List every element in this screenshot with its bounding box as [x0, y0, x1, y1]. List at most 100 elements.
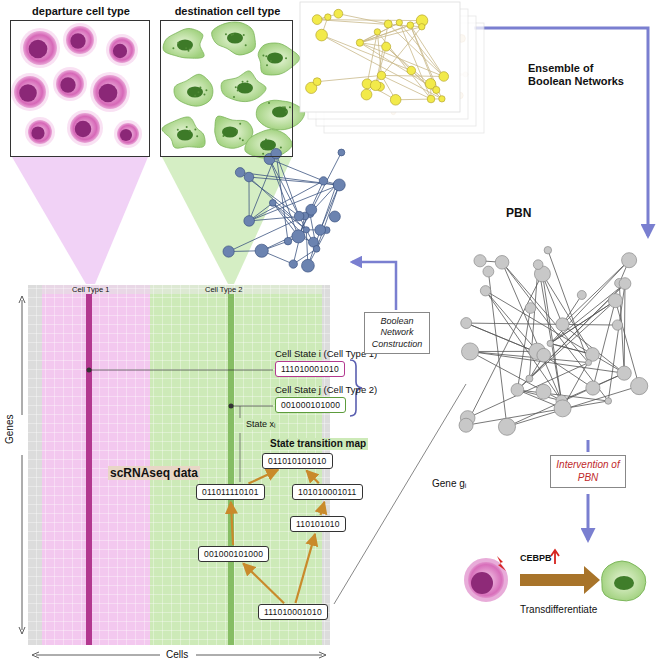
network-node [511, 383, 524, 396]
state-box: 011010101010 [262, 453, 333, 469]
network-edge [542, 274, 561, 401]
network-node [382, 42, 391, 51]
network-edge [360, 23, 399, 43]
axis-arrow [22, 455, 23, 630]
network-node [439, 96, 445, 102]
network-node [536, 384, 551, 399]
flow-arrow [587, 440, 590, 452]
cell-granule [280, 146, 282, 148]
transition-arrow [295, 534, 315, 603]
axis-arrow [36, 655, 160, 656]
network-edge [381, 75, 431, 99]
departure-cell [66, 26, 94, 54]
network-edge [317, 75, 381, 81]
cell-granule [262, 153, 264, 155]
cell-column [228, 294, 234, 645]
cell-granule [285, 111, 287, 113]
network-edge [360, 27, 422, 43]
network-node [356, 39, 363, 46]
cell-granule [172, 47, 174, 49]
destination-cell [212, 22, 256, 55]
binary-state-box: 111010001010 [275, 361, 345, 377]
callout-wedge [162, 157, 292, 284]
heatmap-ground [28, 285, 330, 645]
network-node [608, 294, 622, 308]
leader-line [231, 406, 273, 407]
network-node [302, 259, 315, 272]
destination-cell [221, 71, 266, 102]
cell-nucleus [177, 130, 193, 141]
departure-cell [14, 76, 46, 108]
network-edge [550, 260, 629, 343]
leader-line [89, 370, 273, 371]
network-node [255, 244, 268, 257]
binary-state: 011010101010 [268, 456, 327, 466]
destination-cell [602, 561, 646, 601]
panel-heading: destination cell type [161, 5, 294, 17]
network-edge [317, 20, 422, 21]
cell-granule [284, 106, 286, 108]
state-box: 101010001011 [292, 484, 363, 500]
network-node [396, 19, 402, 25]
network-node [495, 255, 509, 269]
state-box: 011011110101 [196, 484, 265, 500]
departure-cell [93, 75, 127, 109]
pbn-label: PBN [506, 206, 531, 220]
network-node [329, 211, 340, 222]
network-node [315, 225, 326, 236]
binary-state: 011011110101 [202, 487, 259, 497]
network-node [312, 15, 322, 25]
transition-arrow [520, 566, 600, 594]
cell-granule [225, 33, 227, 35]
state-heading: Cell State i (Cell Type 1) [275, 348, 377, 359]
departure-cell [28, 120, 52, 144]
cell-granule [189, 48, 191, 50]
network-node [427, 95, 435, 103]
column-header: Cell Type 1 [72, 285, 109, 294]
network-edge [466, 323, 562, 324]
cell-nucleus [272, 107, 288, 118]
network-edge [544, 355, 593, 388]
cell-halo [63, 23, 97, 57]
destination-cell [258, 43, 300, 75]
cell-granule [189, 130, 191, 132]
network-node [619, 278, 631, 290]
state-box: 111010001010 [258, 604, 328, 620]
network-node [303, 227, 309, 233]
network-edge [249, 154, 276, 221]
cell-nucleus [31, 126, 44, 139]
network-node [586, 360, 592, 366]
cell-granule [262, 55, 264, 57]
cell-granule [245, 44, 247, 46]
cell-granule [236, 130, 238, 132]
cell-granule [188, 50, 190, 52]
cell-nucleus [60, 77, 75, 92]
cell-granule [235, 86, 237, 88]
destination-cell [162, 117, 205, 148]
network-edge [593, 301, 616, 388]
cell-type-panel: departure cell type [10, 20, 150, 157]
network-node [319, 177, 327, 185]
network-node [461, 318, 472, 329]
network-node [235, 168, 244, 177]
departure-cell [23, 31, 57, 65]
network-edge [548, 250, 589, 362]
transition-arrow [306, 470, 318, 483]
cell-granule [242, 81, 244, 83]
callout-wedge [12, 157, 148, 284]
cell-halo [67, 110, 103, 146]
transition-arrow [248, 470, 278, 484]
network-graph [306, 9, 449, 105]
network-node [474, 255, 486, 267]
axis-label: Genes [4, 415, 16, 444]
cell-granule [265, 139, 267, 141]
network-edge [624, 284, 626, 374]
network-edge [502, 262, 608, 401]
network-graph [223, 148, 345, 272]
network-node [316, 29, 328, 41]
network-edge [248, 177, 249, 221]
transition-arrow [231, 502, 233, 545]
flow-arrow [474, 28, 648, 236]
network-edge [550, 284, 625, 344]
